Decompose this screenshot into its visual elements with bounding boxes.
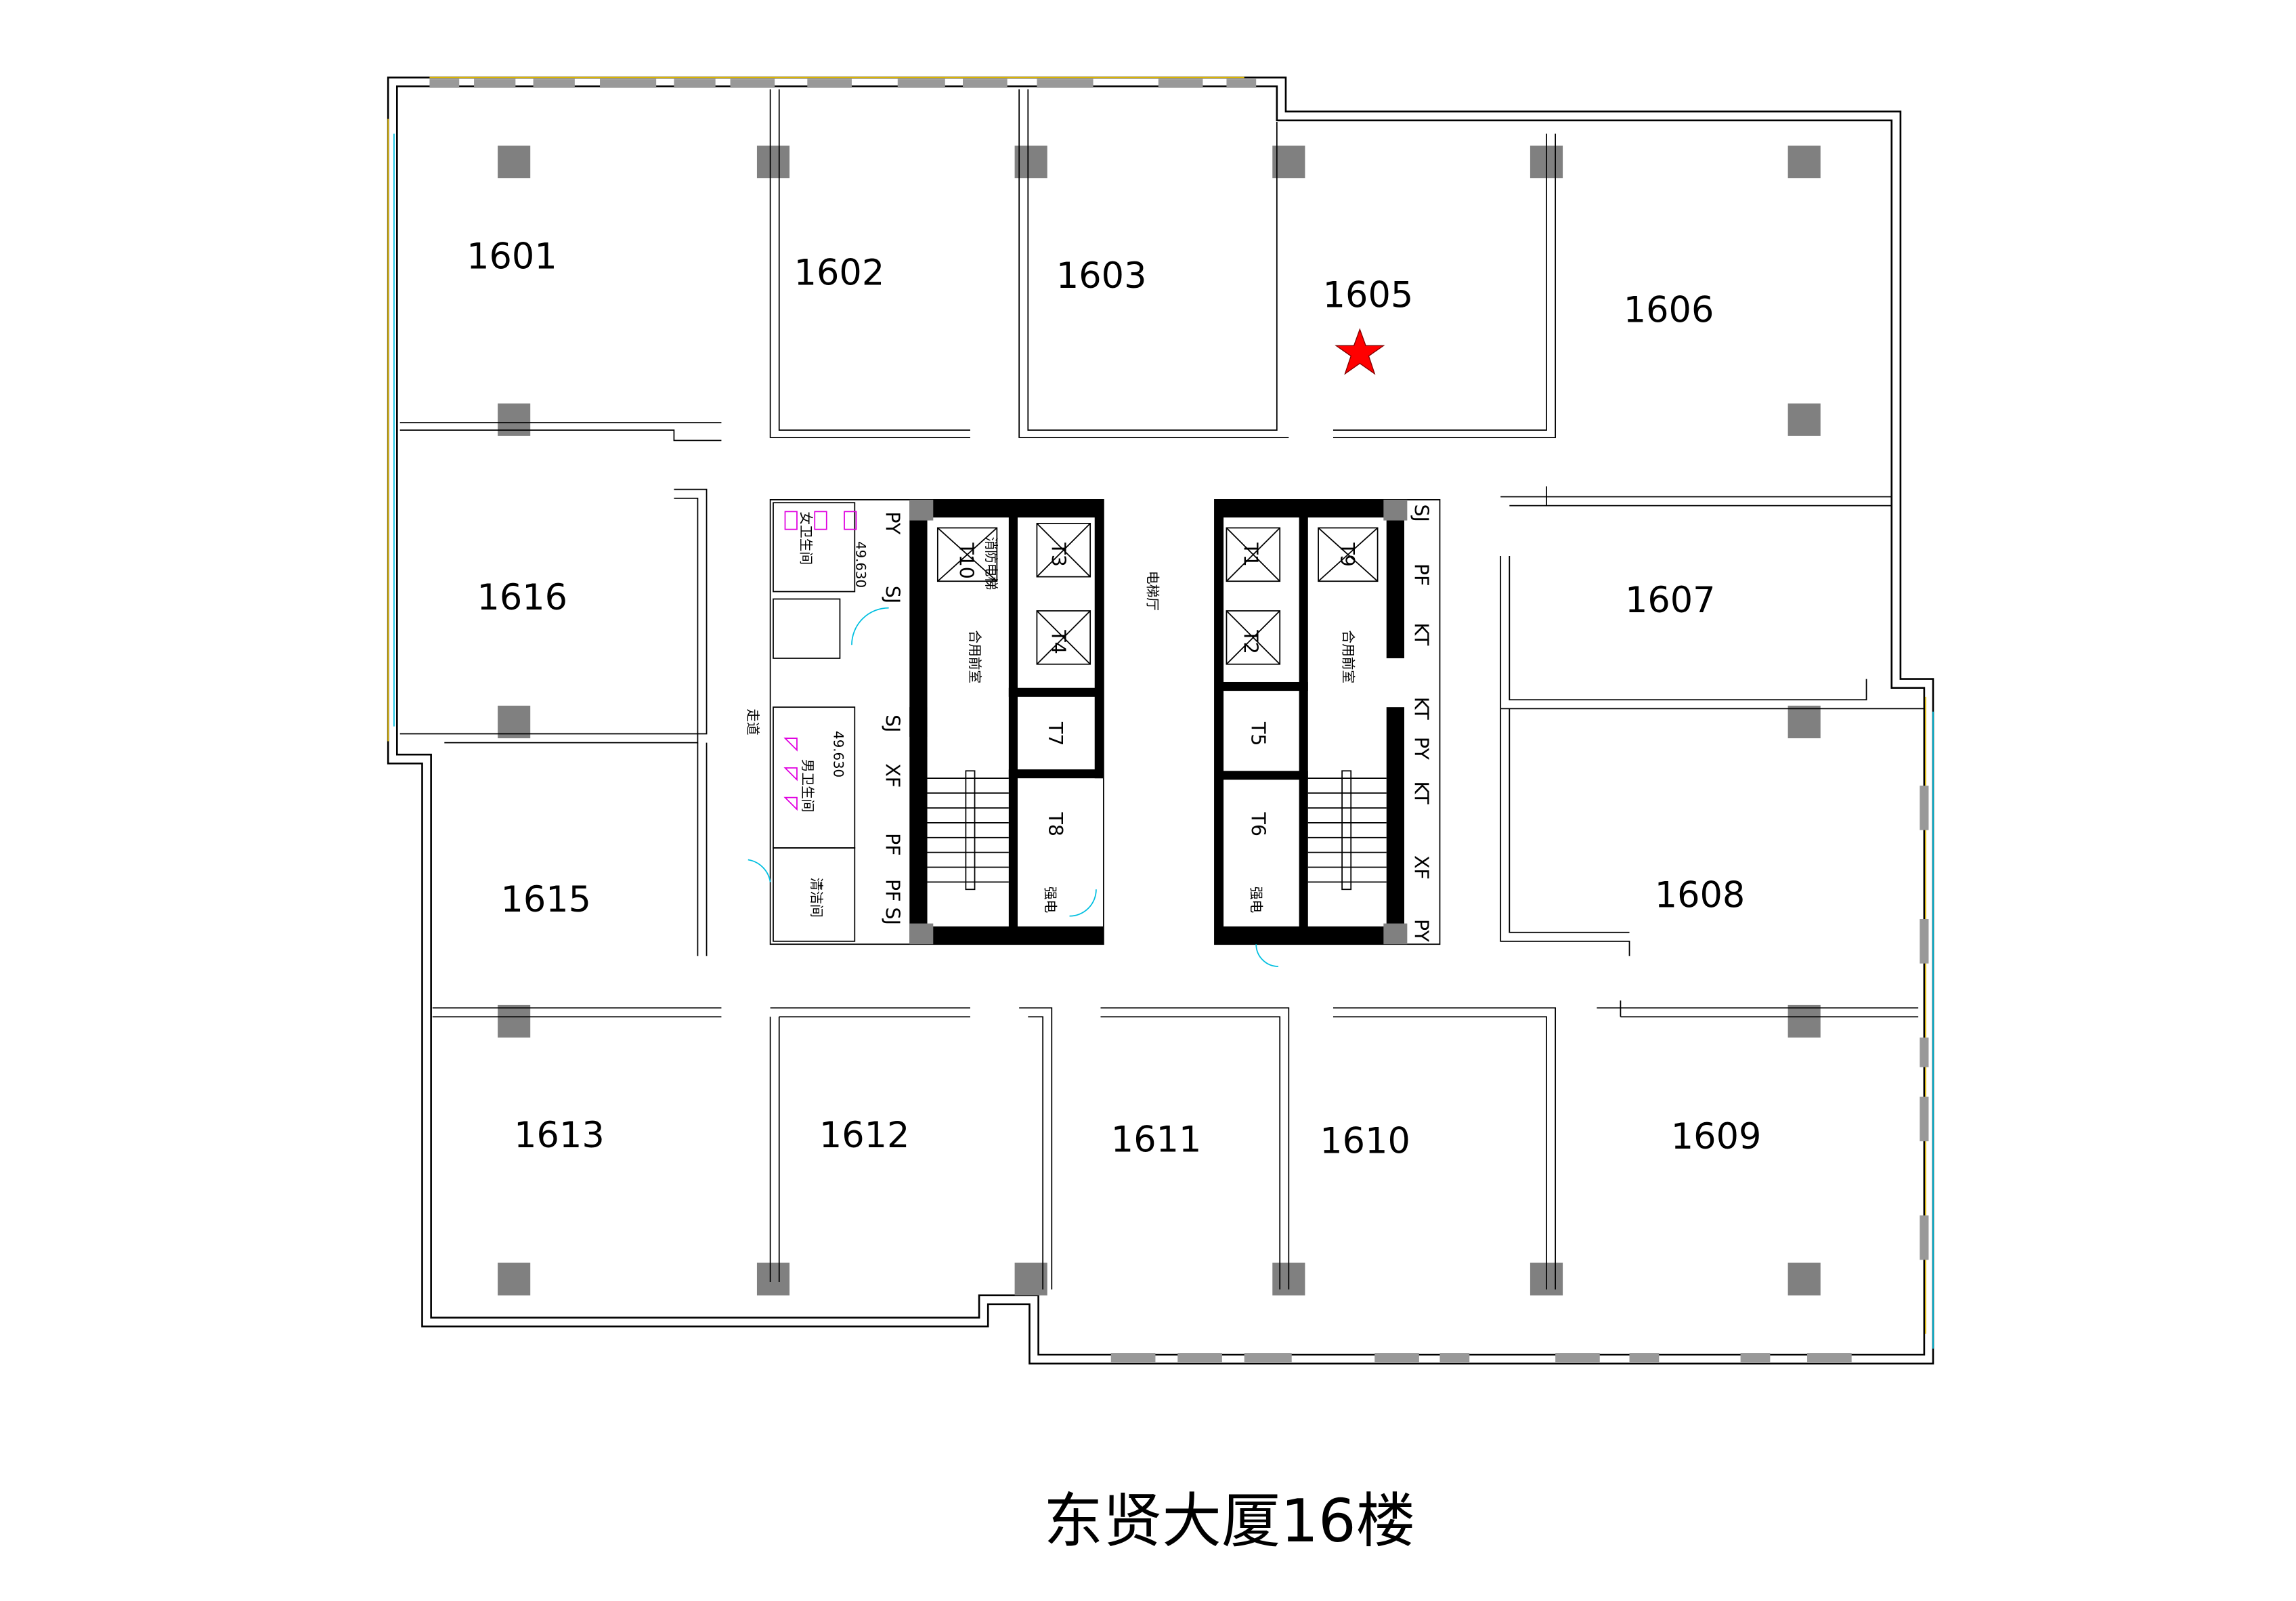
- core-left: [748, 499, 1104, 945]
- elevator-t6: T6: [1247, 812, 1270, 836]
- room-1605[interactable]: 1605: [1323, 274, 1414, 316]
- shaft-sj-3: SJ: [881, 908, 903, 925]
- shaft-sj-2: SJ: [881, 714, 903, 732]
- shaft-pf-2: PF: [881, 879, 903, 902]
- janitor-label: 清洁间: [808, 878, 824, 918]
- partitions: [399, 89, 1924, 1289]
- room-1610[interactable]: 1610: [1320, 1121, 1410, 1162]
- level-label-2: 49.630: [831, 731, 846, 777]
- room-1612[interactable]: 1612: [819, 1115, 910, 1156]
- room-1613[interactable]: 1613: [514, 1115, 605, 1156]
- shaft-py-3: PY: [1410, 919, 1432, 943]
- level-label-1: 49.630: [853, 541, 869, 588]
- shared-lobby-left-label: 合用前室: [967, 630, 982, 683]
- core-labels: 电梯厅 合用前室 合用前室 消防电梯 女卫生间 男卫生间 清洁间 强电 强电 走…: [745, 504, 1432, 942]
- elevator-hall-label: 电梯厅: [1145, 571, 1161, 611]
- elevator-t1: T1: [1240, 542, 1262, 566]
- shaft-pf-1: PF: [881, 833, 903, 856]
- shaft-kt-1: KT: [1410, 622, 1432, 645]
- room-1606[interactable]: 1606: [1624, 289, 1714, 330]
- elevator-t7: T7: [1044, 721, 1066, 746]
- shaft-sj-1: SJ: [881, 586, 903, 603]
- shaft-sj-4: SJ: [1410, 504, 1432, 521]
- room-1611[interactable]: 1611: [1111, 1119, 1202, 1160]
- room-1601[interactable]: 1601: [467, 236, 557, 278]
- room-1615[interactable]: 1615: [500, 879, 591, 920]
- room-1607[interactable]: 1607: [1625, 580, 1716, 621]
- shaft-kt-2: KT: [1410, 697, 1432, 720]
- room-1602[interactable]: 1602: [794, 253, 885, 294]
- shaft-py-2: PY: [1410, 737, 1432, 761]
- elevator-t4: T4: [1047, 629, 1069, 654]
- elevator-t8: T8: [1044, 812, 1066, 836]
- electrical-right-label: 强电: [1249, 887, 1264, 913]
- outer-walls: [387, 77, 1934, 1365]
- elevator-t2: T2: [1240, 629, 1262, 654]
- star-icon: [1335, 328, 1385, 375]
- core-right: [1214, 499, 1441, 967]
- shaft-pf-3: PF: [1410, 563, 1432, 586]
- room-1603[interactable]: 1603: [1056, 255, 1147, 297]
- electrical-left-label: 强电: [1043, 887, 1058, 913]
- elevator-t10: T10: [955, 542, 978, 579]
- shaft-xf-2: XF: [1410, 855, 1432, 880]
- shaft-py-1: PY: [881, 511, 903, 535]
- room-labels: 1601 1602 1603 1605 1606 1607 1608 1609 …: [467, 236, 1761, 1162]
- fire-elevator-label: 消防电梯: [983, 537, 999, 591]
- elevator-t3: T3: [1047, 542, 1069, 566]
- shared-lobby-right-label: 合用前室: [1340, 630, 1356, 683]
- womens-wc-label: 女卫生间: [798, 511, 814, 565]
- shaft-xf-1: XF: [881, 763, 903, 788]
- room-1609[interactable]: 1609: [1671, 1116, 1762, 1157]
- room-1608[interactable]: 1608: [1655, 875, 1746, 916]
- shaft-kt-3: KT: [1410, 782, 1432, 805]
- window-mullions: [429, 79, 1929, 1363]
- corridor-label: 走道: [745, 708, 760, 735]
- mens-wc-label: 男卫生间: [800, 759, 815, 813]
- room-1616[interactable]: 1616: [477, 577, 567, 618]
- page-title: 东贤大厦16楼: [1043, 1487, 1415, 1556]
- elevator-t9: T9: [1336, 542, 1358, 566]
- elevator-t5: T5: [1247, 721, 1270, 746]
